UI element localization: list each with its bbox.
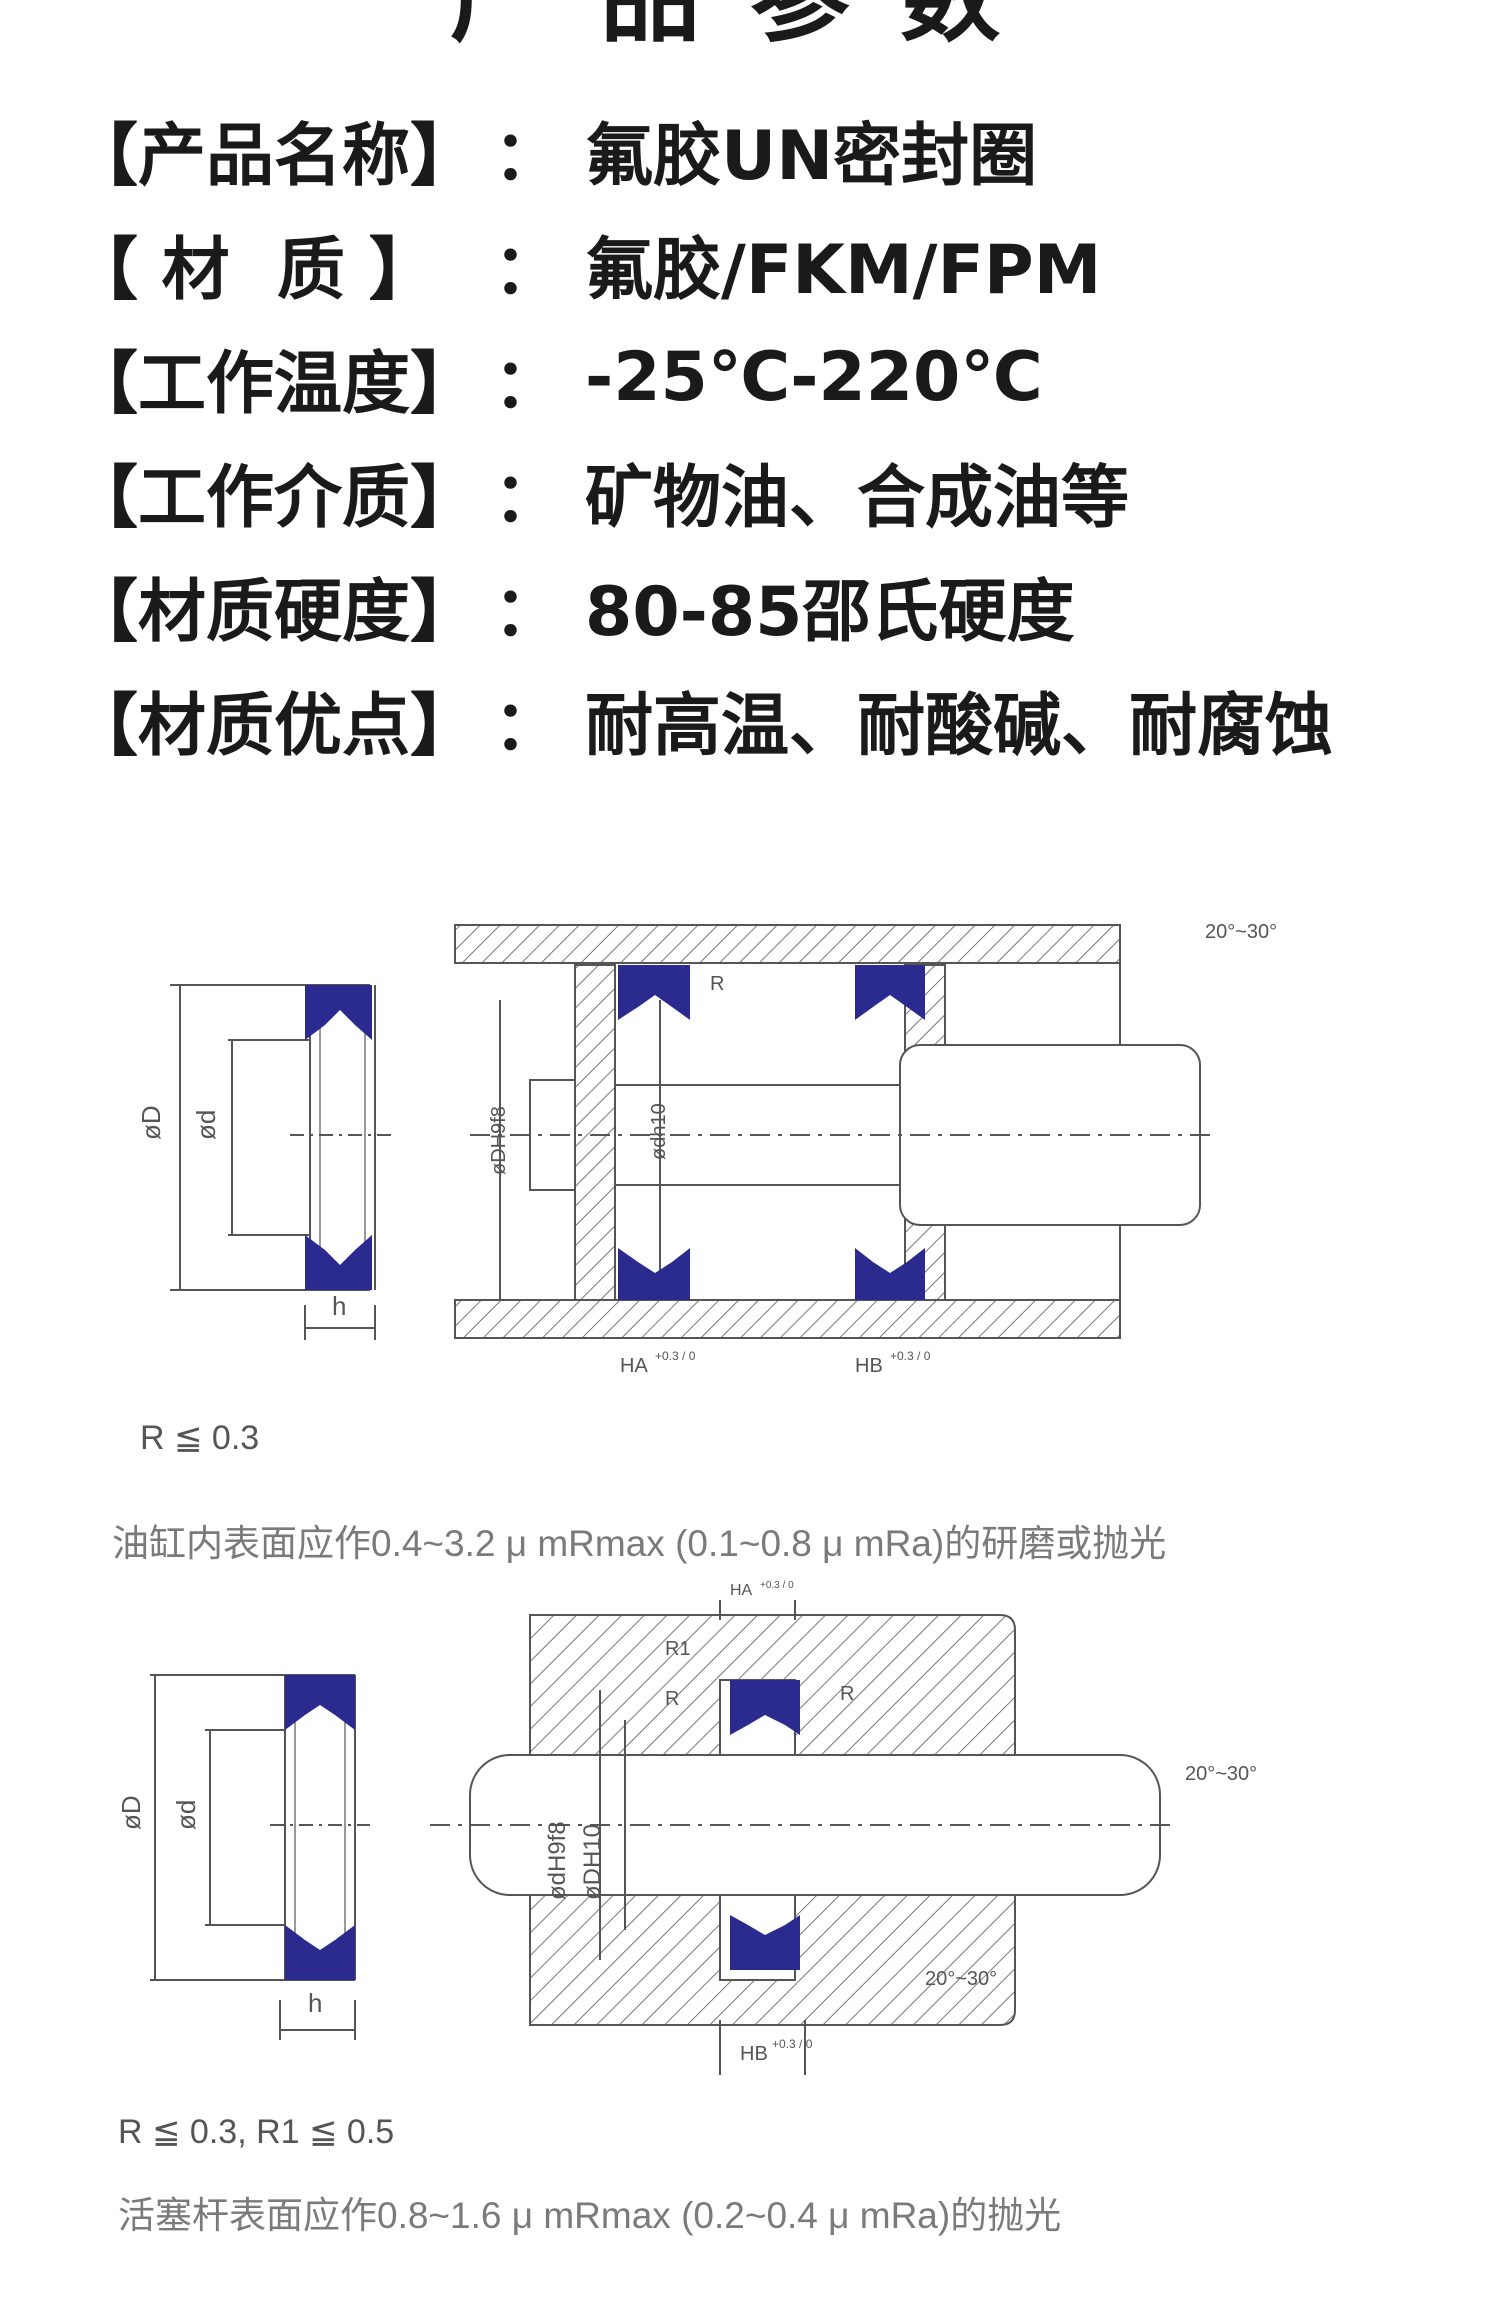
spec-label: 【 材 质 】 <box>70 230 437 310</box>
spec-label: 【产品名称】 <box>70 116 479 196</box>
seal-profile <box>285 1675 355 1980</box>
surface-note: 油缸内表面应作0.4~3.2 μ mRmax (0.1~0.8 μ mRa)的研… <box>112 1523 1167 1564</box>
id-label: ød <box>191 1110 221 1140</box>
radius-note: R ≦ 0.3 <box>140 1419 260 1457</box>
rod-housing-assembly <box>430 1600 1175 2075</box>
radius-label: R <box>710 973 724 995</box>
spec-label: 【工作温度】 <box>70 344 479 424</box>
angle-label: 20°~30° <box>925 1968 997 1990</box>
tolerance-label: +0.3 / 0 <box>890 1349 931 1363</box>
spec-row-material: 【 材 质 】 ： 氟胶/FKM/FPM <box>70 206 1450 320</box>
spec-value: -25℃-220℃ <box>585 337 1043 417</box>
page-title: 产品参数 <box>0 0 1500 48</box>
spec-value: 氟胶/FKM/FPM <box>585 230 1102 310</box>
angle-label: 20°~30° <box>1205 921 1277 943</box>
cylinder-assembly <box>454 924 1210 1339</box>
spec-row-temperature: 【工作温度】 ： -25℃-220℃ <box>70 320 1450 434</box>
id-label: ød <box>171 1800 201 1830</box>
hb-label: HB <box>855 1355 883 1377</box>
rod-seals <box>730 1680 800 1970</box>
spec-row-advantages: 【材质优点】 ： 耐高温、耐酸碱、耐腐蚀 <box>70 662 1450 776</box>
spec-value: 耐高温、耐酸碱、耐腐蚀 <box>585 686 1334 766</box>
spec-row-medium: 【工作介质】 ： 矿物油、合成油等 <box>70 434 1450 548</box>
spec-value: 氟胶UN密封圈 <box>585 116 1038 196</box>
radius-label: R <box>840 1683 854 1705</box>
piston-seal-diagram: øD ød h øDH9f8 ødh10 R 20°~30° HA +0.3 /… <box>136 921 1277 1377</box>
spec-row-hardness: 【材质硬度】 ： 80-85邵氏硬度 <box>70 548 1450 662</box>
rod-seal-diagram: øD ød h ødH9f8 øDH10 R1 R R 20°~30° 20°~… <box>116 1580 1257 2075</box>
cylinder-seals <box>618 965 925 1300</box>
spec-separator: ： <box>493 458 562 538</box>
od-label: øD <box>136 1105 166 1140</box>
seal-profile <box>305 985 372 1290</box>
spec-value: 80-85邵氏硬度 <box>585 572 1075 652</box>
rod-label: ødH9f8 <box>544 1821 571 1900</box>
ha-label: HA <box>620 1355 648 1377</box>
bore-label: øDH10 <box>579 1824 606 1900</box>
h-label: h <box>308 1988 322 2018</box>
bore-label: øDH9f8 <box>488 1106 510 1175</box>
ha-label: HA <box>730 1582 753 1599</box>
seal-cross-section <box>170 984 395 1340</box>
spec-row-name: 【产品名称】 ： 氟胶UN密封圈 <box>70 92 1450 206</box>
spec-separator: ： <box>493 572 562 652</box>
spec-separator: ： <box>493 230 562 310</box>
spec-value: 矿物油、合成油等 <box>585 458 1130 538</box>
od-label: øD <box>116 1795 146 1830</box>
spec-label: 【工作介质】 <box>70 458 479 538</box>
hb-label: HB <box>740 2043 768 2065</box>
spec-label: 【材质优点】 <box>70 686 479 766</box>
spec-list: 【产品名称】 ： 氟胶UN密封圈 【 材 质 】 ： 氟胶/FKM/FPM 【工… <box>70 92 1450 776</box>
spec-separator: ： <box>493 116 562 196</box>
rod-label: ødh10 <box>648 1103 670 1160</box>
radius-note: R ≦ 0.3, R1 ≦ 0.5 <box>118 2113 395 2151</box>
spec-label: 【材质硬度】 <box>70 572 479 652</box>
spec-separator: ： <box>493 686 562 766</box>
tolerance-label: +0.3 / 0 <box>655 1349 696 1363</box>
spec-separator: ： <box>493 344 562 424</box>
h-label: h <box>332 1291 346 1321</box>
tolerance-label: +0.3 / 0 <box>772 2037 813 2051</box>
tolerance-label: +0.3 / 0 <box>760 1580 794 1591</box>
radius-label: R <box>665 1688 679 1710</box>
angle-label: 20°~30° <box>1185 1763 1257 1785</box>
radius1-label: R1 <box>665 1638 691 1660</box>
seal-cross-section <box>150 1674 370 2040</box>
surface-note: 活塞杆表面应作0.8~1.6 μ mRmax (0.2~0.4 μ mRa)的抛… <box>118 2195 1062 2236</box>
